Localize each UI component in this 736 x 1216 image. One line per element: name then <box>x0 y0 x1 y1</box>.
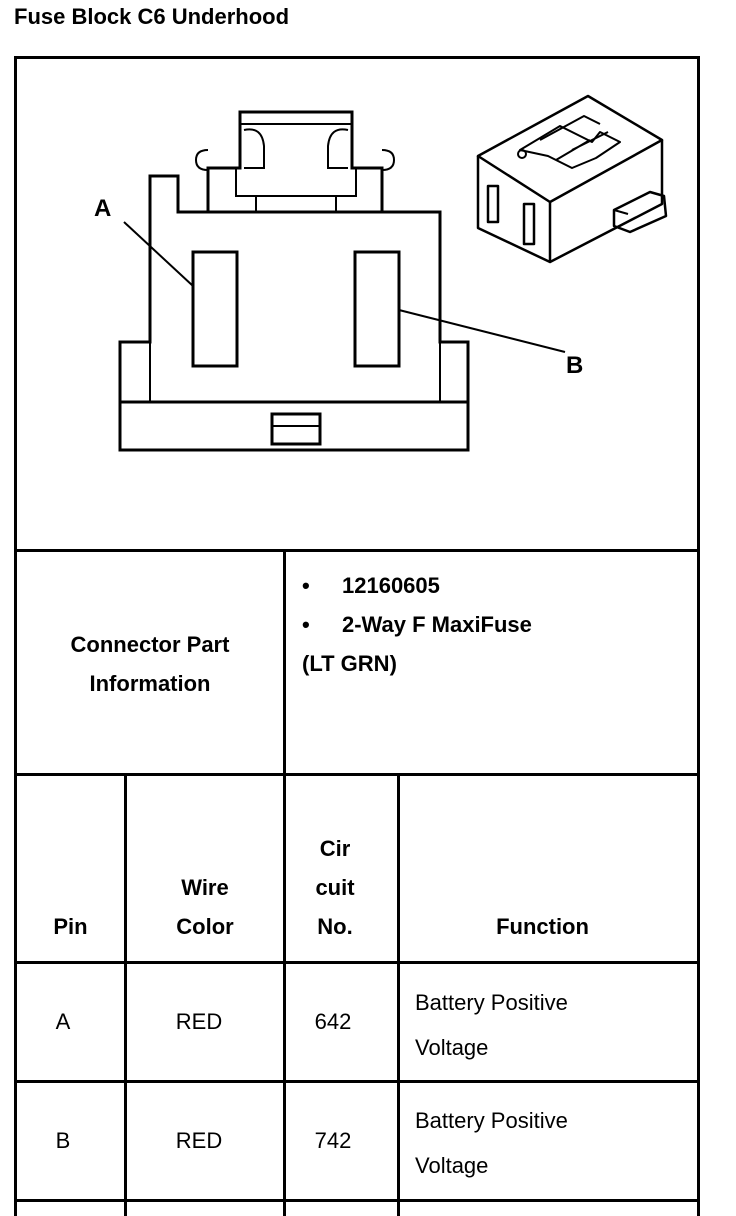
connector-info-item-1: • 12160605 <box>302 566 440 605</box>
header-circuit-line2: cuit <box>315 875 355 900</box>
connector-diagram: A B <box>94 94 668 452</box>
connector-type: 2-Way F MaxiFuse <box>342 612 532 637</box>
iso-side-tab-edge <box>613 209 629 215</box>
header-function: Function <box>496 914 589 939</box>
header-circuit-no: Cir cuit No. <box>286 829 384 946</box>
header-circuit-line3: No. <box>317 914 353 939</box>
header-wire-color-line1: Wire <box>181 875 229 900</box>
row-b-pin: B <box>55 1128 71 1153</box>
bullet-2: • <box>302 612 310 637</box>
iso-front-face <box>476 156 552 264</box>
divider-wire-column <box>283 773 286 1216</box>
iso-side-tab <box>612 190 668 234</box>
connector-face-view <box>118 110 566 452</box>
row-b-function-line1: Battery Positive <box>415 1108 568 1133</box>
iso-latch <box>519 125 621 169</box>
divider-info-column <box>283 549 286 776</box>
divider-circuit-column <box>397 773 400 1216</box>
part-number: 12160605 <box>342 573 440 598</box>
connector-info-label-line2: Information <box>89 671 211 696</box>
connector-latch-notch <box>270 412 322 446</box>
connector-right-ear <box>381 149 396 171</box>
connector-info-note: (LT GRN) <box>302 651 397 676</box>
row-a-function-line2: Voltage <box>415 1035 489 1060</box>
pin-label-b: B <box>566 352 583 379</box>
row-b-wire-color: RED <box>175 1128 223 1153</box>
row-a-circuit: 642 <box>314 1009 352 1034</box>
iso-cavity-a <box>486 184 500 224</box>
header-wire-color-line2: Color <box>176 914 234 939</box>
page-title: Fuse Block C6 Underhood <box>14 4 290 29</box>
connector-top-latch <box>206 110 384 212</box>
iso-cavity-b <box>522 202 536 246</box>
divider-diagram-bottom <box>14 549 700 552</box>
leader-line-a <box>123 221 194 287</box>
header-circuit-line1: Cir <box>319 836 351 861</box>
row-a-function: Battery Positive Voltage <box>415 980 695 1070</box>
divider-row-a-bottom <box>14 1080 700 1083</box>
row-b-function-line2: Voltage <box>415 1153 489 1178</box>
divider-row-b-bottom <box>14 1199 700 1202</box>
connector-left-clip <box>243 128 265 169</box>
connector-left-ear <box>194 149 209 171</box>
connector-iso-view <box>476 94 668 264</box>
iso-latch-pin <box>517 149 527 159</box>
connector-body-outline <box>118 174 470 452</box>
row-a-pin: A <box>55 1009 71 1034</box>
leader-line-b <box>398 309 566 353</box>
bullet-1: • <box>302 573 310 598</box>
terminal-cavity-a <box>191 250 239 368</box>
divider-info-bottom <box>14 773 700 776</box>
connector-info-label: Connector Part Information <box>17 625 283 703</box>
connector-info-label-line1: Connector Part <box>70 632 230 657</box>
divider-pin-column <box>124 773 127 1216</box>
pin-label-a: A <box>94 195 111 222</box>
header-pin: Pin <box>53 914 88 939</box>
iso-right-face <box>549 140 664 264</box>
divider-header-bottom <box>14 961 700 964</box>
row-a-wire-color: RED <box>175 1009 223 1034</box>
connector-frame <box>14 56 700 1216</box>
row-b-function: Battery Positive Voltage <box>415 1098 695 1188</box>
header-wire-color: Wire Color <box>127 868 283 946</box>
connector-right-clip <box>327 128 349 169</box>
iso-top-face <box>476 94 664 204</box>
terminal-cavity-b <box>353 250 401 368</box>
connector-latch-step <box>255 196 337 212</box>
connector-info-item-2: • 2-Way F MaxiFuse <box>302 605 532 644</box>
row-a-function-line1: Battery Positive <box>415 990 568 1015</box>
connector-latch-inner <box>235 168 357 197</box>
row-b-circuit: 742 <box>314 1128 352 1153</box>
iso-latch-detail <box>539 115 609 161</box>
